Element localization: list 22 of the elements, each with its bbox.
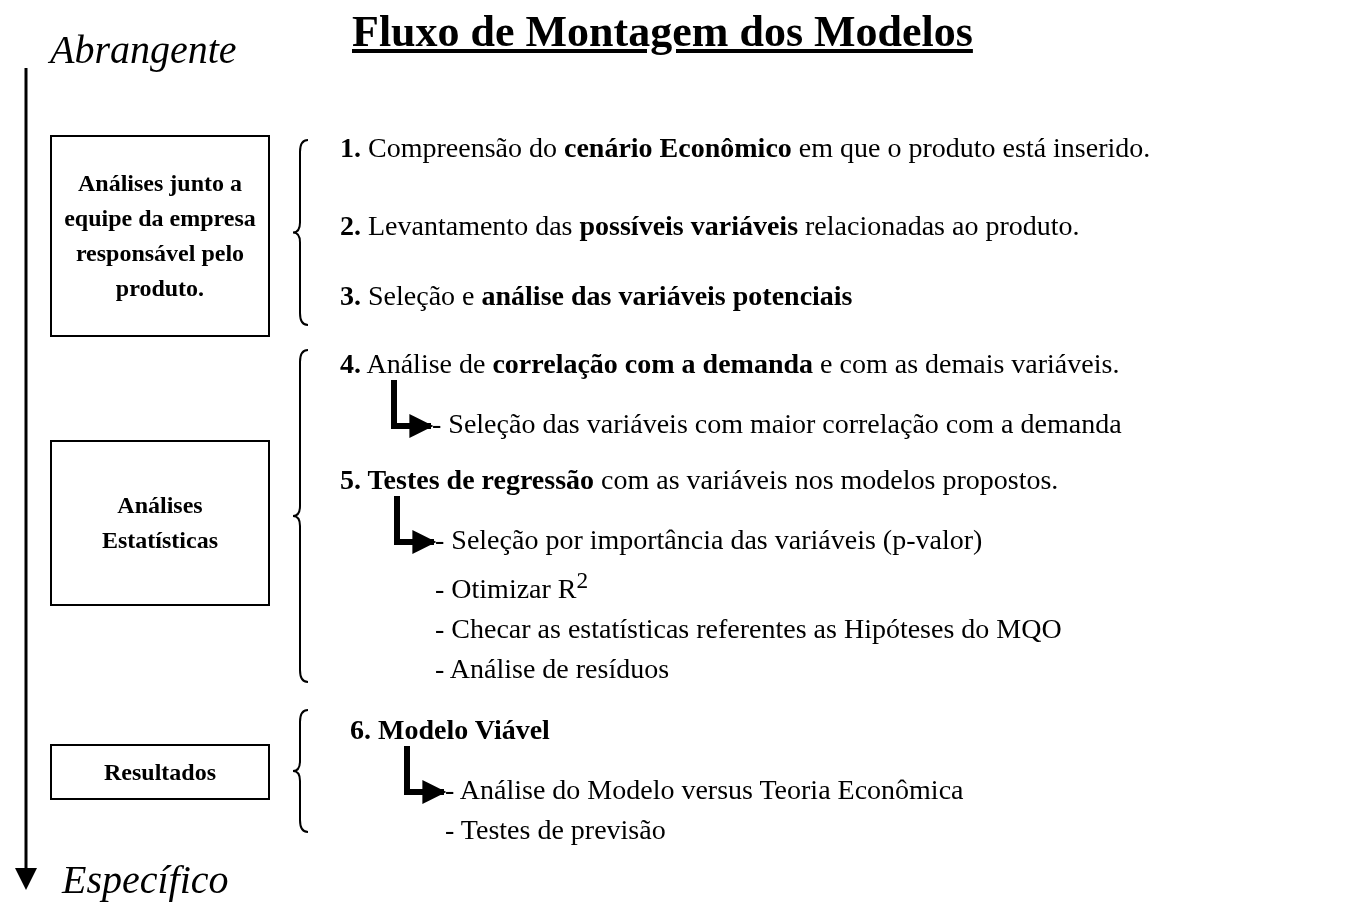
- title: Fluxo de Montagem dos Modelos: [352, 6, 973, 57]
- sub-item-text: - Testes de previsão: [445, 813, 667, 847]
- stage-box: Análises junto a equipe da empresa responsável pelo produto.: [50, 135, 270, 337]
- bent-arrow: [404, 746, 447, 804]
- step-text: 5. Testes de regressão com as variáveis nos modelos propostos.: [340, 464, 1059, 496]
- bent-arrow: [394, 496, 437, 554]
- scale-label: Específico: [62, 856, 229, 903]
- step-text: 4. Análise de correlação com a demanda e com as demais variáveis.: [340, 348, 1120, 380]
- sub-item-text: - Análise de resíduos: [435, 652, 671, 687]
- scale-label: Abrangente: [50, 26, 237, 73]
- step-text: 3. Seleção e análise das variáveis potenciais: [340, 280, 853, 312]
- step-text: 6. Modelo Viável: [350, 714, 550, 746]
- sub-item-text: - Seleção por importância das variáveis (p-valor): [435, 523, 984, 557]
- stage-box: Resultados: [50, 744, 270, 800]
- sub-item-text: - Checar as estatísticas referentes as Hipóteses do MQO: [435, 612, 1062, 647]
- stage-box: Análises Estatísticas: [50, 440, 270, 606]
- step-text: 1. Compreensão do cenário Econômico em que o produto está inserido.: [340, 132, 1151, 164]
- step-text: 2. Levantamento das possíveis variáveis relacionadas ao produto.: [340, 210, 1080, 242]
- sub-item-text: - Otimizar R$^{2}$: [435, 566, 590, 607]
- sub-item-text: - Análise do Modelo versus Teoria Econômica: [445, 773, 964, 807]
- sub-item-text: - Seleção das variáveis com maior correlação com a demanda: [432, 404, 1122, 444]
- bent-arrow: [391, 380, 434, 438]
